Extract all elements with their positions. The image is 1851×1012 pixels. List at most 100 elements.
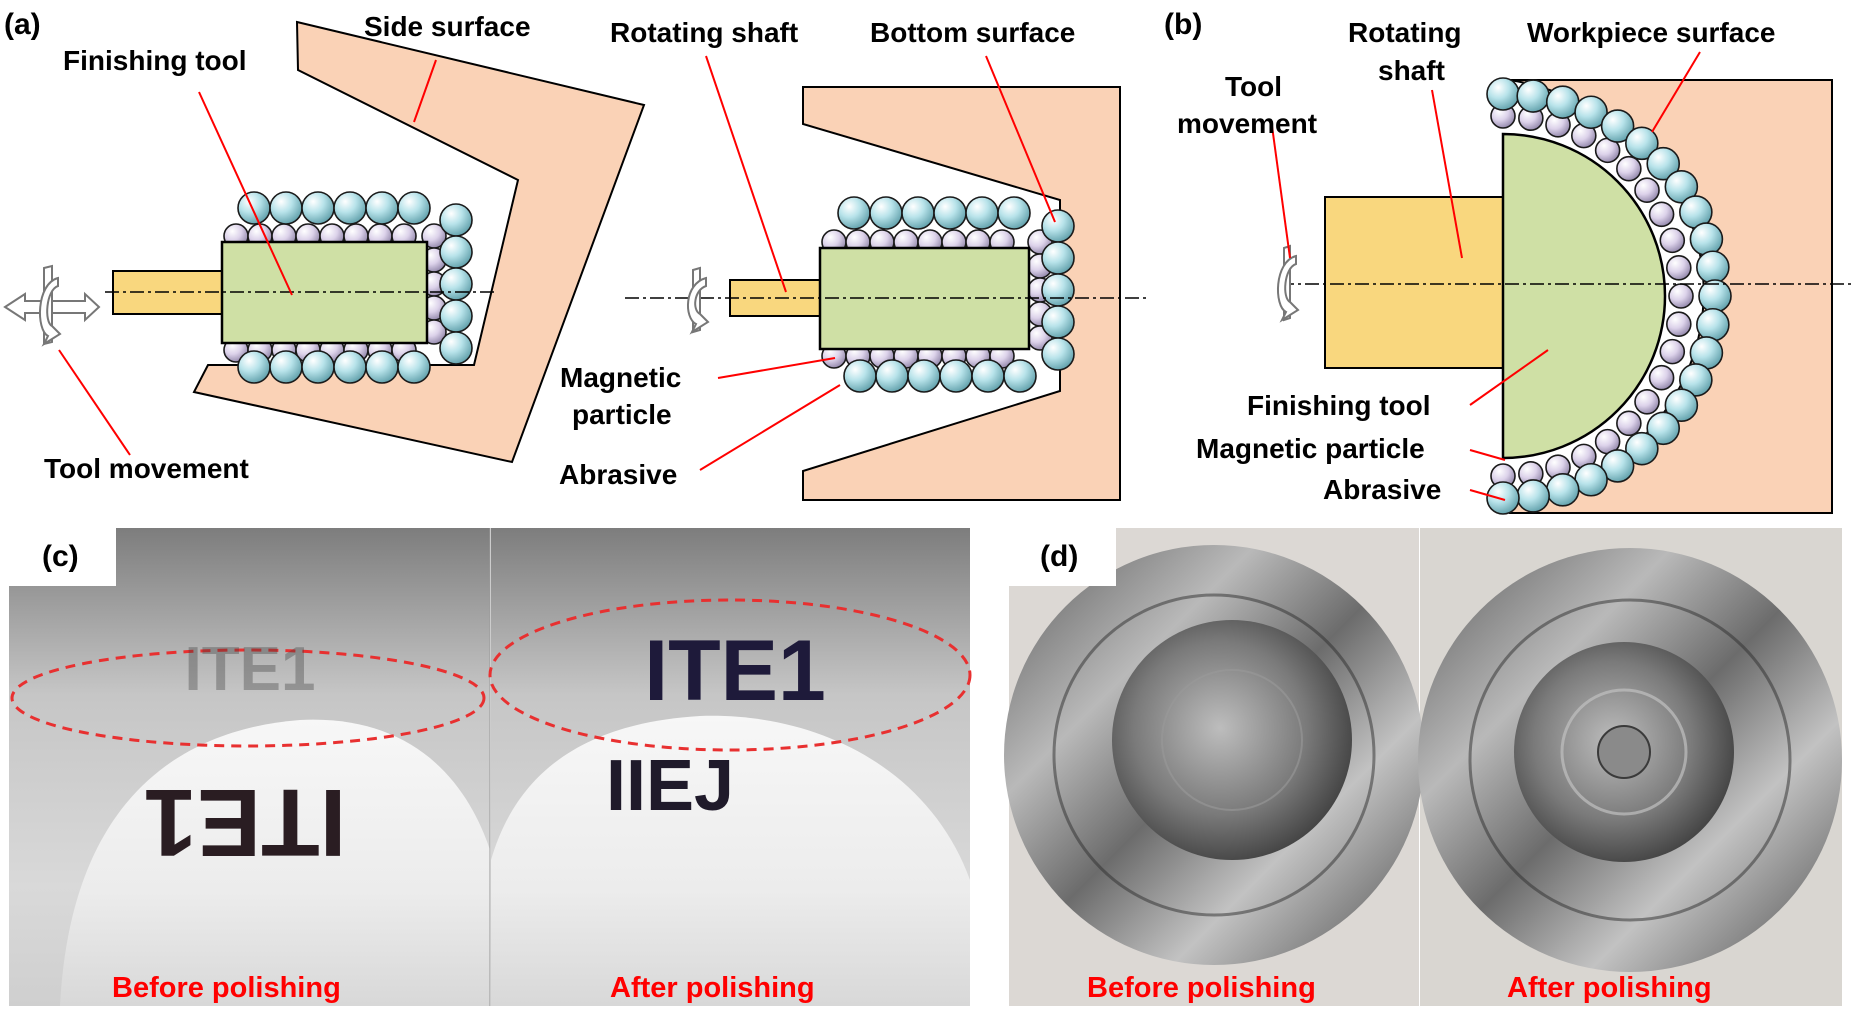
panel-tag-a: (a) — [4, 8, 41, 41]
abrasive-particle — [439, 203, 473, 237]
shaft — [1324, 196, 1504, 369]
abrasive-particle — [1041, 241, 1075, 275]
abrasive-particle — [939, 359, 973, 393]
magnetic-particle — [1648, 201, 1675, 228]
abrasive-particle — [365, 350, 399, 384]
abrasive-particle — [1003, 359, 1037, 393]
abrasive-particle — [1574, 462, 1608, 497]
panel-tag-c: (c) — [42, 540, 79, 573]
abrasive-particle — [869, 196, 903, 230]
abrasive-particle — [1664, 388, 1699, 423]
abrasive-particle — [933, 196, 967, 230]
abrasive-particle — [843, 359, 877, 393]
panel-tag-b: (b) — [1164, 8, 1202, 41]
abrasive-particle — [439, 235, 473, 269]
label-tool-line1: Tool — [1225, 71, 1282, 102]
abrasive-particle — [1516, 479, 1550, 513]
abrasive-particle — [1689, 222, 1724, 256]
leader-rotating-shaft — [705, 55, 787, 293]
tag-box-c — [9, 528, 116, 586]
abrasive-particle — [1545, 85, 1580, 119]
abrasive-particle — [301, 191, 335, 225]
label-rotating-shaft: Rotating shaft — [610, 17, 798, 48]
abrasive-particle — [397, 350, 431, 384]
leader-side-surface — [413, 59, 437, 123]
label-rotating-line1: Rotating — [1348, 17, 1462, 48]
magnetic-particle — [1648, 364, 1675, 391]
abrasive-particle — [269, 191, 303, 225]
label-bottom-surface: Bottom surface — [870, 17, 1075, 48]
panel-d — [1004, 528, 1842, 1006]
label-side-surface: Side surface — [364, 11, 531, 42]
abrasive-particle — [365, 191, 399, 225]
magnetic-particle — [1616, 410, 1642, 437]
abrasive-particle — [301, 350, 335, 384]
magnetic-particle — [1616, 155, 1642, 182]
abrasive-particle — [237, 350, 271, 384]
caption-c-before: Before polishing — [112, 972, 341, 1004]
panel-b — [1271, 51, 1851, 515]
abrasive-particle — [333, 350, 367, 384]
magnetic-particle — [1666, 255, 1692, 281]
abrasive-particle — [1696, 307, 1730, 342]
marking-before-lower: ITE1 — [144, 769, 347, 876]
label-abrasive: Abrasive — [559, 459, 677, 490]
abrasive-particle — [439, 331, 473, 365]
abrasive-particle — [237, 191, 271, 225]
abrasive-particle — [1545, 473, 1580, 507]
panel-c: ITE1 ITE1 ITE1 IIEJ — [9, 528, 972, 1006]
abrasive-particle — [837, 196, 871, 230]
abrasive-particle — [1646, 411, 1681, 446]
abrasive-particle — [1600, 109, 1635, 143]
label-magnetic-line1: Magnetic — [560, 362, 681, 393]
marking-before-faded: ITE1 — [185, 635, 316, 704]
caption-d-after: After polishing — [1507, 972, 1712, 1004]
leader-magnetic-particle — [1469, 449, 1506, 461]
abrasive-particle — [439, 267, 473, 301]
label-tool-line2: movement — [1177, 108, 1317, 139]
caption-c-after: After polishing — [610, 972, 815, 1004]
particle-layer — [223, 191, 473, 384]
leader-magnetic-particle — [717, 357, 836, 379]
leader-abrasive — [699, 384, 841, 471]
abrasive-particle — [1625, 126, 1659, 161]
caption-d-before: Before polishing — [1087, 972, 1316, 1004]
leader-tool-movement — [1271, 125, 1291, 259]
abrasive-particle — [875, 359, 909, 393]
label-rotating-line2: shaft — [1378, 55, 1445, 86]
leader-bottom-surface — [985, 55, 1056, 223]
part-before-core — [1112, 620, 1352, 860]
label-finishing-tool: Finishing tool — [63, 45, 247, 76]
magnetic-particle — [1668, 283, 1694, 309]
magnetic-particle — [1666, 311, 1692, 337]
magnetic-particle — [1634, 389, 1660, 415]
abrasive-particle — [1696, 250, 1730, 285]
leader-tool-movement — [58, 349, 131, 456]
magnetic-particle — [1634, 177, 1660, 203]
abrasive-particle — [1041, 209, 1075, 243]
abrasive-particle — [907, 359, 941, 393]
marking-after-upper: ITE1 — [644, 623, 826, 719]
bowl-before — [60, 719, 490, 1006]
abrasive-particle — [1486, 77, 1520, 111]
leader-abrasive — [1469, 489, 1506, 501]
abrasive-particle — [1041, 305, 1075, 339]
abrasive-particle — [333, 191, 367, 225]
label-finishing-tool-b: Finishing tool — [1247, 390, 1431, 421]
finishing-tool — [1501, 132, 1667, 460]
abrasive-particle — [397, 191, 431, 225]
abrasive-particle — [269, 350, 303, 384]
magnetic-particle — [1659, 227, 1686, 254]
abrasive-particle — [1698, 279, 1732, 313]
leader-finishing-tool — [1469, 349, 1549, 406]
rotation-icon — [686, 266, 710, 335]
label-tool-movement: Tool movement — [44, 453, 249, 484]
marking-after-lower: IIEJ — [606, 746, 734, 826]
rotation-icon — [1276, 244, 1300, 323]
magnetic-particle — [1659, 338, 1686, 365]
particle-layer — [1486, 77, 1732, 515]
abrasive-particle — [1516, 79, 1550, 113]
label-magnetic-line2: particle — [572, 399, 672, 430]
tool-movement-icon — [3, 264, 101, 347]
particle-layer — [821, 196, 1075, 393]
